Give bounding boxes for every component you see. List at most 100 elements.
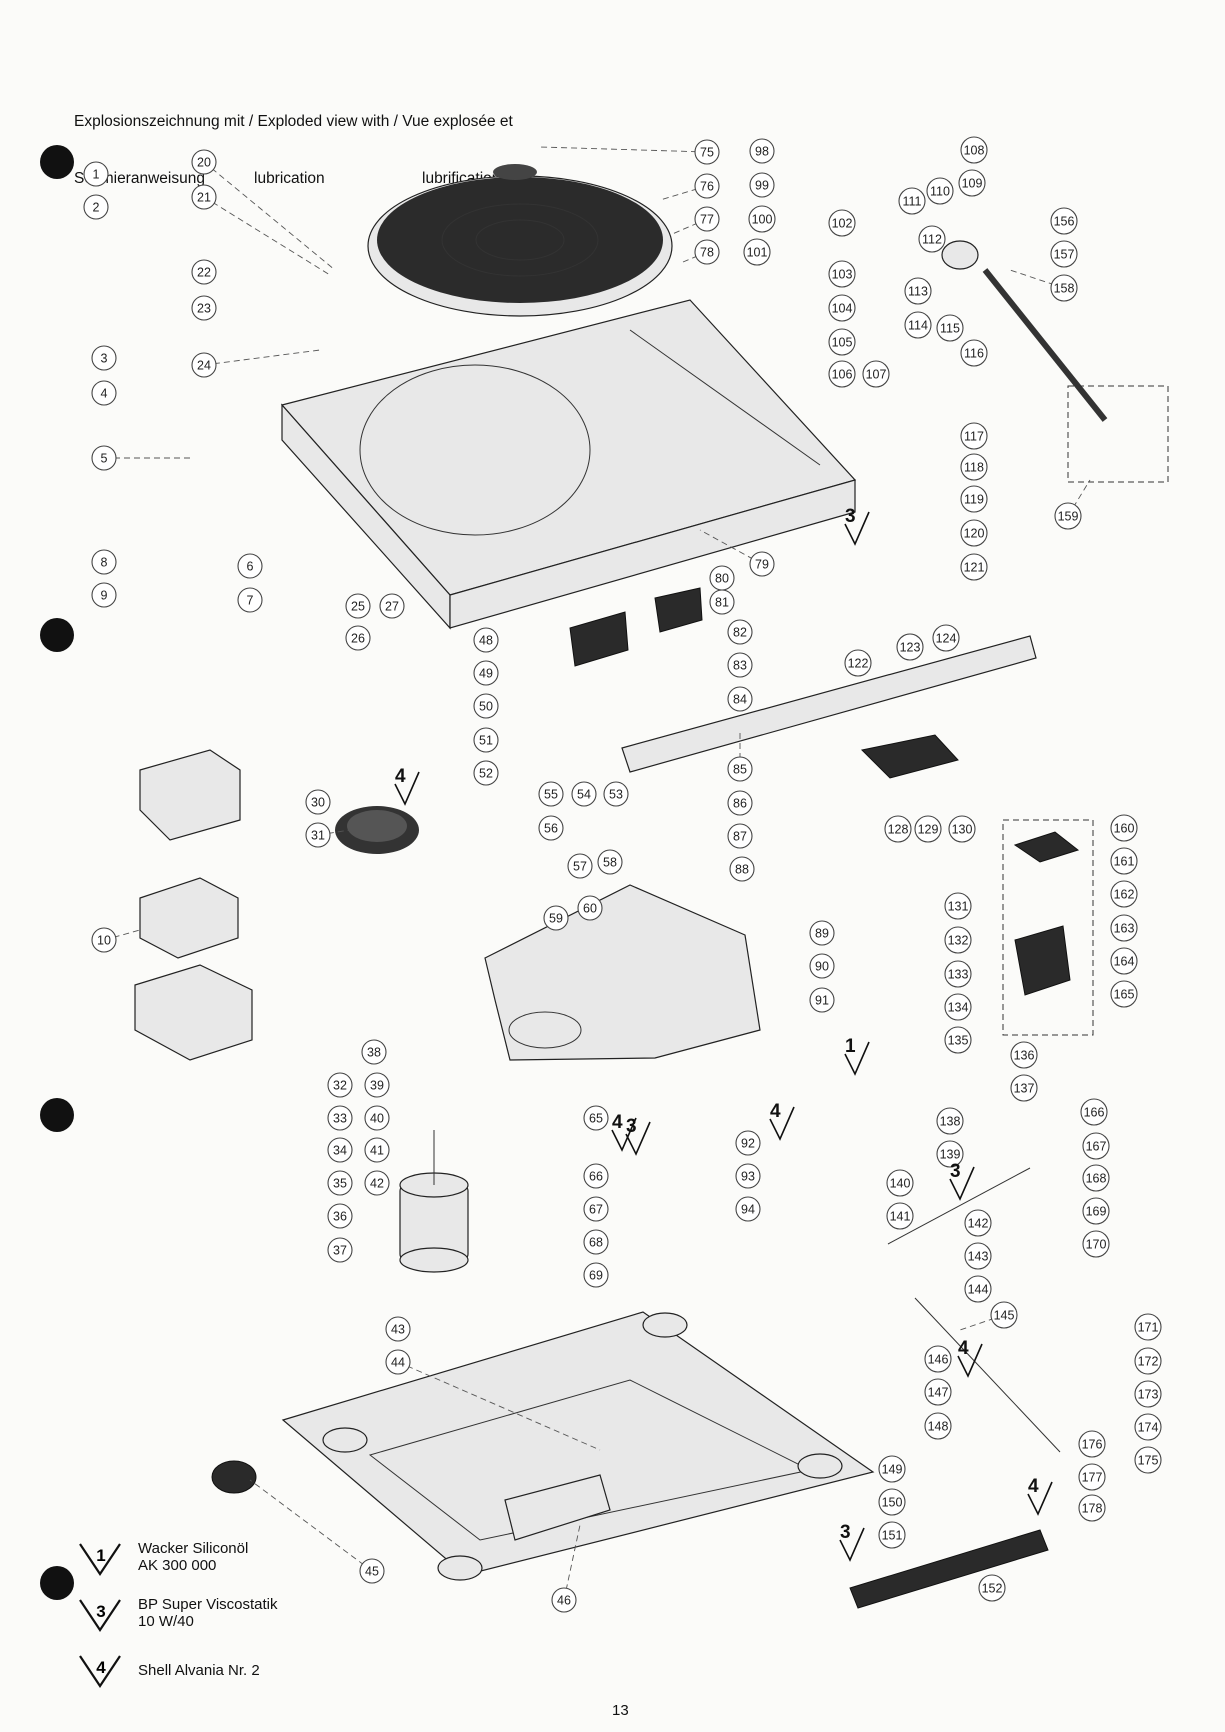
callout-75: 75	[694, 139, 720, 165]
svg-text:167: 167	[1086, 1140, 1107, 1154]
svg-text:59: 59	[549, 912, 563, 926]
callout-76: 76	[694, 173, 720, 199]
callout-39: 39	[364, 1072, 390, 1098]
svg-text:81: 81	[715, 596, 729, 610]
callout-142: 142	[964, 1209, 992, 1237]
callout-104: 104	[828, 294, 856, 322]
callout-9: 9	[91, 582, 117, 608]
svg-text:67: 67	[589, 1203, 603, 1217]
svg-text:60: 60	[583, 902, 597, 916]
page-heading: Explosionszeichnung mit / Exploded view …	[74, 74, 513, 226]
callout-43: 43	[385, 1316, 411, 1342]
svg-text:176: 176	[1082, 1438, 1103, 1452]
callout-1: 1	[83, 161, 109, 187]
svg-text:174: 174	[1138, 1421, 1159, 1435]
callout-55: 55	[538, 781, 564, 807]
callout-164: 164	[1110, 947, 1138, 975]
callout-40: 40	[364, 1105, 390, 1131]
callout-53: 53	[603, 781, 629, 807]
callout-140: 140	[886, 1169, 914, 1197]
svg-text:100: 100	[752, 213, 773, 227]
mechanism-plate	[484, 884, 761, 1061]
callout-46: 46	[551, 1587, 577, 1613]
cueing-lever	[849, 1529, 1049, 1609]
svg-text:3: 3	[950, 1161, 961, 1182]
callout-34: 34	[327, 1137, 353, 1163]
callout-151: 151	[878, 1521, 906, 1549]
svg-text:1: 1	[96, 1546, 105, 1565]
svg-text:4: 4	[612, 1112, 623, 1133]
callout-99: 99	[749, 172, 775, 198]
svg-text:163: 163	[1114, 922, 1135, 936]
lube-mark-4: 4	[769, 1101, 795, 1141]
callout-48: 48	[473, 627, 499, 653]
svg-text:41: 41	[370, 1144, 384, 1158]
callout-23: 23	[191, 295, 217, 321]
callout-139: 139	[936, 1140, 964, 1168]
leader-line	[249, 1479, 373, 1572]
svg-text:149: 149	[882, 1463, 903, 1477]
svg-text:178: 178	[1082, 1502, 1103, 1516]
svg-text:68: 68	[589, 1236, 603, 1250]
callout-123: 123	[896, 633, 924, 661]
svg-text:159: 159	[1058, 510, 1079, 524]
gear	[335, 806, 419, 854]
svg-text:171: 171	[1138, 1321, 1159, 1335]
callout-171: 171	[1134, 1313, 1162, 1341]
svg-text:94: 94	[741, 1203, 755, 1217]
callout-148: 148	[924, 1412, 952, 1440]
svg-text:162: 162	[1114, 888, 1135, 902]
callout-65: 65	[583, 1105, 609, 1131]
svg-text:4: 4	[958, 1338, 969, 1359]
svg-text:78: 78	[700, 246, 714, 260]
front-panel	[621, 635, 1037, 773]
callout-120: 120	[960, 519, 988, 547]
callout-10: 10	[91, 927, 117, 953]
callout-178: 178	[1078, 1494, 1106, 1522]
callout-37: 37	[327, 1237, 353, 1263]
callout-80: 80	[709, 565, 735, 591]
callout-175: 175	[1134, 1446, 1162, 1474]
svg-text:4: 4	[395, 766, 406, 787]
callout-112: 112	[918, 225, 946, 253]
svg-text:6: 6	[247, 560, 254, 574]
leader-line	[659, 185, 708, 201]
callout-124: 124	[932, 624, 960, 652]
callout-35: 35	[327, 1170, 353, 1196]
callout-5: 5	[91, 445, 117, 471]
svg-text:166: 166	[1084, 1106, 1105, 1120]
callout-167: 167	[1082, 1132, 1110, 1160]
callout-42: 42	[364, 1170, 390, 1196]
svg-text:4: 4	[770, 1101, 781, 1122]
svg-text:9: 9	[101, 589, 108, 603]
callout-79: 79	[749, 551, 775, 577]
callout-52: 52	[473, 760, 499, 786]
callout-93: 93	[735, 1163, 761, 1189]
leader-line	[103, 929, 141, 941]
callout-174: 174	[1134, 1413, 1162, 1441]
callout-30: 30	[305, 789, 331, 815]
leader-line	[539, 146, 708, 153]
lube-symbol-icon: 3	[78, 1596, 122, 1634]
callout-38: 38	[361, 1039, 387, 1065]
callout-41: 41	[364, 1137, 390, 1163]
callout-106: 106	[828, 360, 856, 388]
svg-text:129: 129	[918, 823, 939, 837]
svg-text:4: 4	[96, 1658, 106, 1677]
callout-176: 176	[1078, 1430, 1106, 1458]
svg-text:141: 141	[890, 1210, 911, 1224]
svg-text:102: 102	[832, 217, 853, 231]
svg-text:108: 108	[964, 144, 985, 158]
svg-text:8: 8	[101, 556, 108, 570]
svg-text:170: 170	[1086, 1238, 1107, 1252]
svg-text:33: 33	[333, 1112, 347, 1126]
callout-107: 107	[862, 360, 890, 388]
callout-141: 141	[886, 1202, 914, 1230]
svg-text:123: 123	[900, 641, 921, 655]
svg-text:139: 139	[940, 1148, 961, 1162]
callout-36: 36	[327, 1203, 353, 1229]
svg-text:146: 146	[928, 1353, 949, 1367]
lube-mark-4: 4	[611, 1112, 637, 1152]
svg-text:120: 120	[964, 527, 985, 541]
